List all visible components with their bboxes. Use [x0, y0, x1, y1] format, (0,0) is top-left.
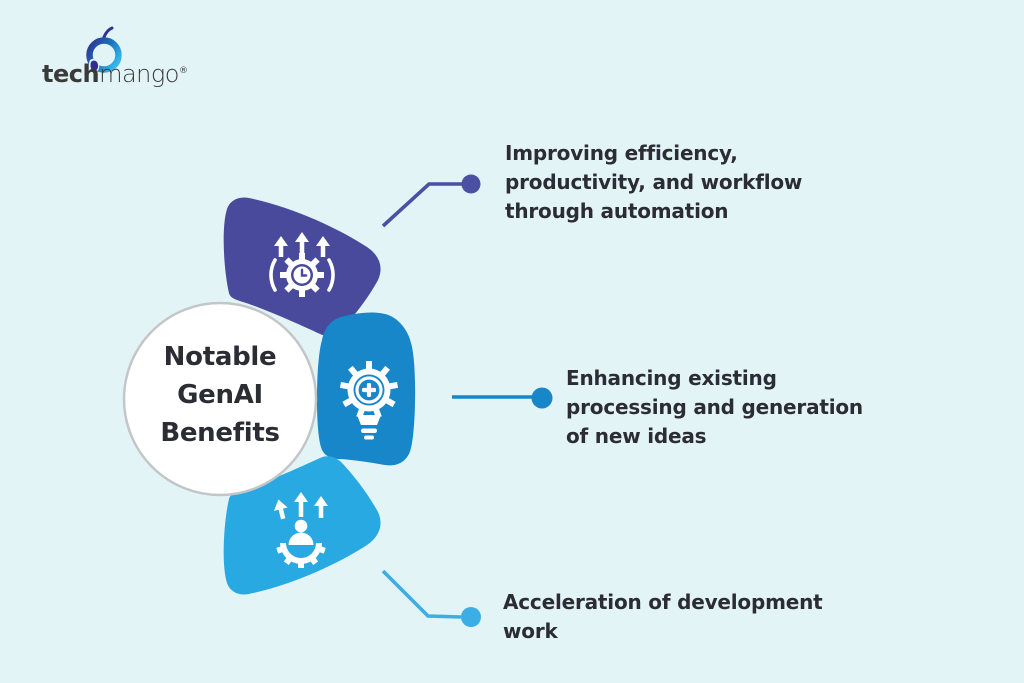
person-head [294, 519, 308, 533]
connector-line-1 [381, 182, 462, 228]
logo-brand-bold: tech [42, 60, 100, 88]
registered-mark: ® [178, 66, 188, 76]
person-body [288, 532, 314, 545]
half-gear-teeth [276, 545, 326, 568]
development-acceleration-icon [273, 492, 328, 568]
connector-dot-2 [531, 387, 553, 409]
efficiency-automation-icon [269, 232, 335, 297]
connector-dot-3 [461, 607, 481, 627]
techmango-logo: techmango® [42, 60, 188, 88]
up-arrows [274, 232, 330, 257]
mango-body [86, 37, 122, 73]
mango-icon [86, 26, 122, 73]
benefit-label-2: Enhancing existing processing and genera… [566, 366, 863, 448]
plus-icon [362, 383, 376, 397]
plus-ring [355, 376, 383, 404]
logo-brand-light: mango [99, 60, 179, 88]
right-arc [327, 258, 335, 292]
idea-generation-icon [339, 361, 399, 440]
center-circle [122, 301, 318, 497]
mango-stem [102, 26, 114, 39]
benefit-label-3: Acceleration of development work [503, 590, 823, 643]
connector-dot-1 [461, 174, 481, 194]
benefit-label-1: Improving efficiency, productivity, and … [505, 141, 803, 223]
left-arc [269, 258, 277, 292]
bulb-base [357, 415, 381, 440]
mango-leaf [90, 60, 99, 71]
diverging-arrows [273, 492, 328, 520]
connector-line-3 [381, 569, 462, 619]
diagram-title: Notable GenAI Benefits [160, 342, 280, 448]
clock-hands [300, 268, 308, 277]
